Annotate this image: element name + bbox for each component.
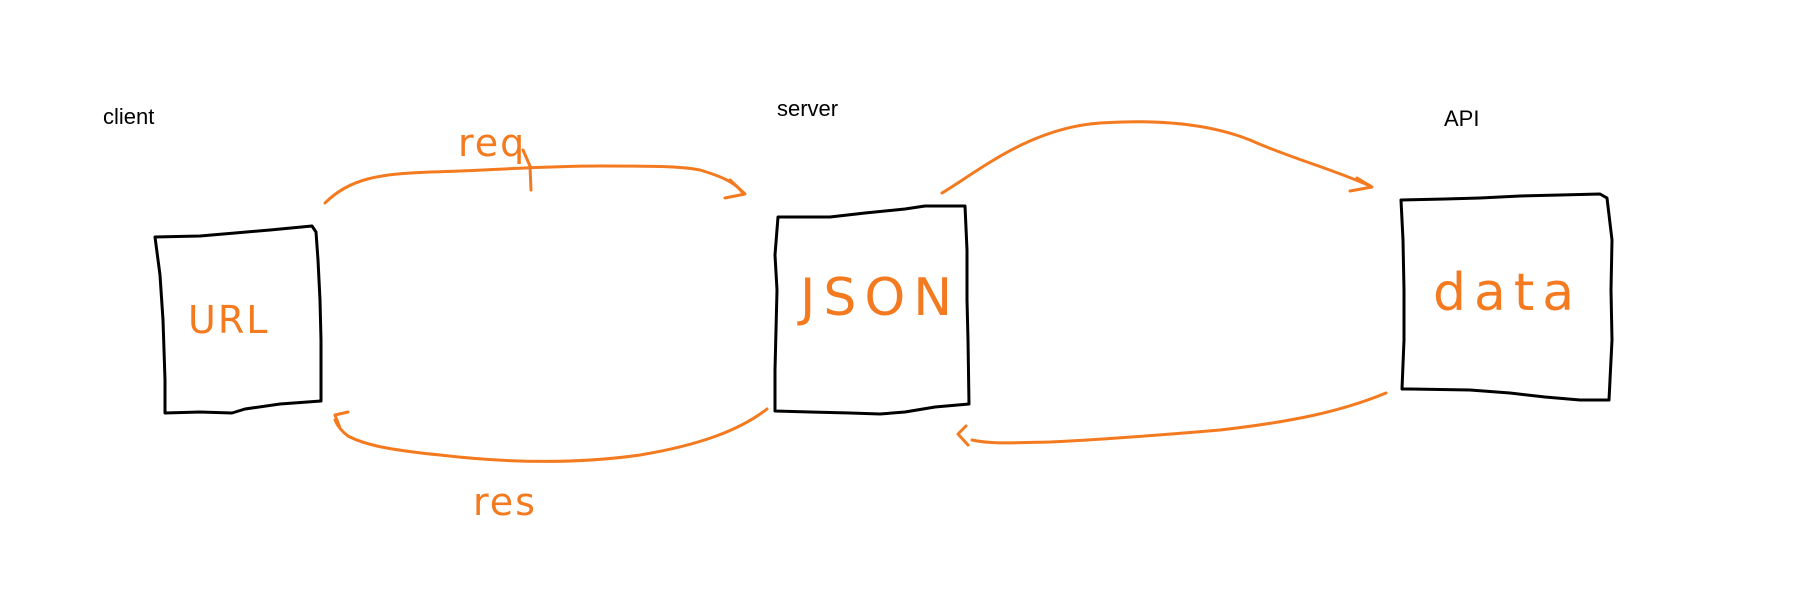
client-box [153,224,323,415]
arrow-server-to-client [333,407,769,463]
server-box-content: JSON [797,268,960,328]
client-box-content: URL [188,298,269,342]
arrow-server-to-api [940,120,1374,195]
api-box-content: data [1433,263,1582,323]
client-title: client [103,104,154,129]
api-box [1399,192,1614,402]
edge-label-res: res [473,480,537,524]
arrow-client-to-server [323,148,747,205]
server-box [773,204,971,416]
edge-label-req: req [458,121,526,165]
arrow-api-to-server [956,391,1388,447]
api-title: API [1444,106,1479,131]
server-title: server [777,96,838,121]
